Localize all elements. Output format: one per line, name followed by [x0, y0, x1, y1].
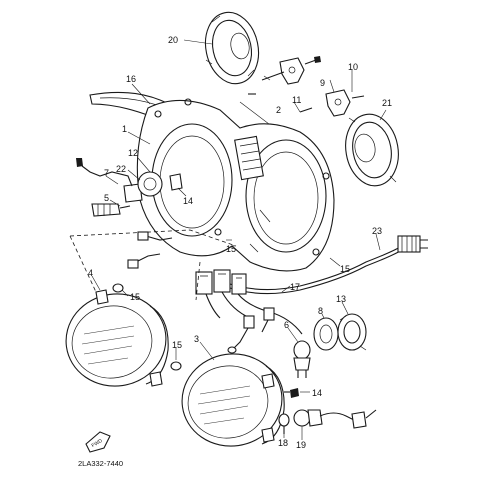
callout-12: 12: [128, 148, 138, 158]
callout-15c: 15: [130, 292, 140, 302]
part-23-harness: [229, 235, 428, 295]
callout-14a: 14: [183, 196, 193, 206]
callout-15b: 15: [340, 264, 350, 274]
callout-3: 3: [194, 334, 199, 344]
callout-19: 19: [296, 440, 306, 450]
part-3-right-headlight: [181, 353, 285, 447]
part-17-subharness: [195, 269, 303, 354]
callout-1: 1: [122, 124, 127, 134]
assembly-dashed-outline: [69, 229, 237, 301]
part-4-left-headlight: [65, 283, 182, 387]
callout-17: 17: [290, 282, 300, 292]
fwd-label: FWD: [91, 438, 104, 449]
callout-labels: 20 16 1 12 22 7 5 14 9 10 11 2 21 15 15 …: [88, 35, 392, 450]
callout-5: 5: [104, 193, 109, 203]
callout-8: 8: [318, 306, 323, 316]
callout-10: 10: [348, 62, 358, 72]
part-20-cover: [204, 11, 260, 85]
callout-21: 21: [382, 98, 392, 108]
callout-18: 18: [278, 438, 288, 448]
callout-15d: 15: [172, 340, 182, 350]
callout-23: 23: [372, 226, 382, 236]
callout-4: 4: [88, 268, 93, 278]
callout-15a: 15: [226, 244, 236, 254]
position-lamp-parts: [76, 158, 183, 269]
callout-13: 13: [336, 294, 346, 304]
part-1-housing: [136, 98, 335, 272]
callout-7: 7: [104, 168, 109, 178]
callout-9: 9: [320, 78, 325, 88]
part-21-cover: [345, 113, 399, 187]
bulb-and-socket-parts: [278, 313, 377, 434]
front-direction-arrow: FWD: [85, 431, 111, 453]
callout-14b: 14: [312, 388, 322, 398]
callout-20: 20: [168, 35, 178, 45]
leader-lines: [91, 39, 387, 440]
callout-22: 22: [116, 164, 126, 174]
headlight-brackets: [239, 56, 365, 141]
catalog-code: 2LA332-7440: [78, 459, 123, 468]
callout-6: 6: [284, 320, 289, 330]
callout-11: 11: [292, 95, 301, 105]
callout-2: 2: [276, 105, 281, 115]
callout-16: 16: [126, 74, 136, 84]
